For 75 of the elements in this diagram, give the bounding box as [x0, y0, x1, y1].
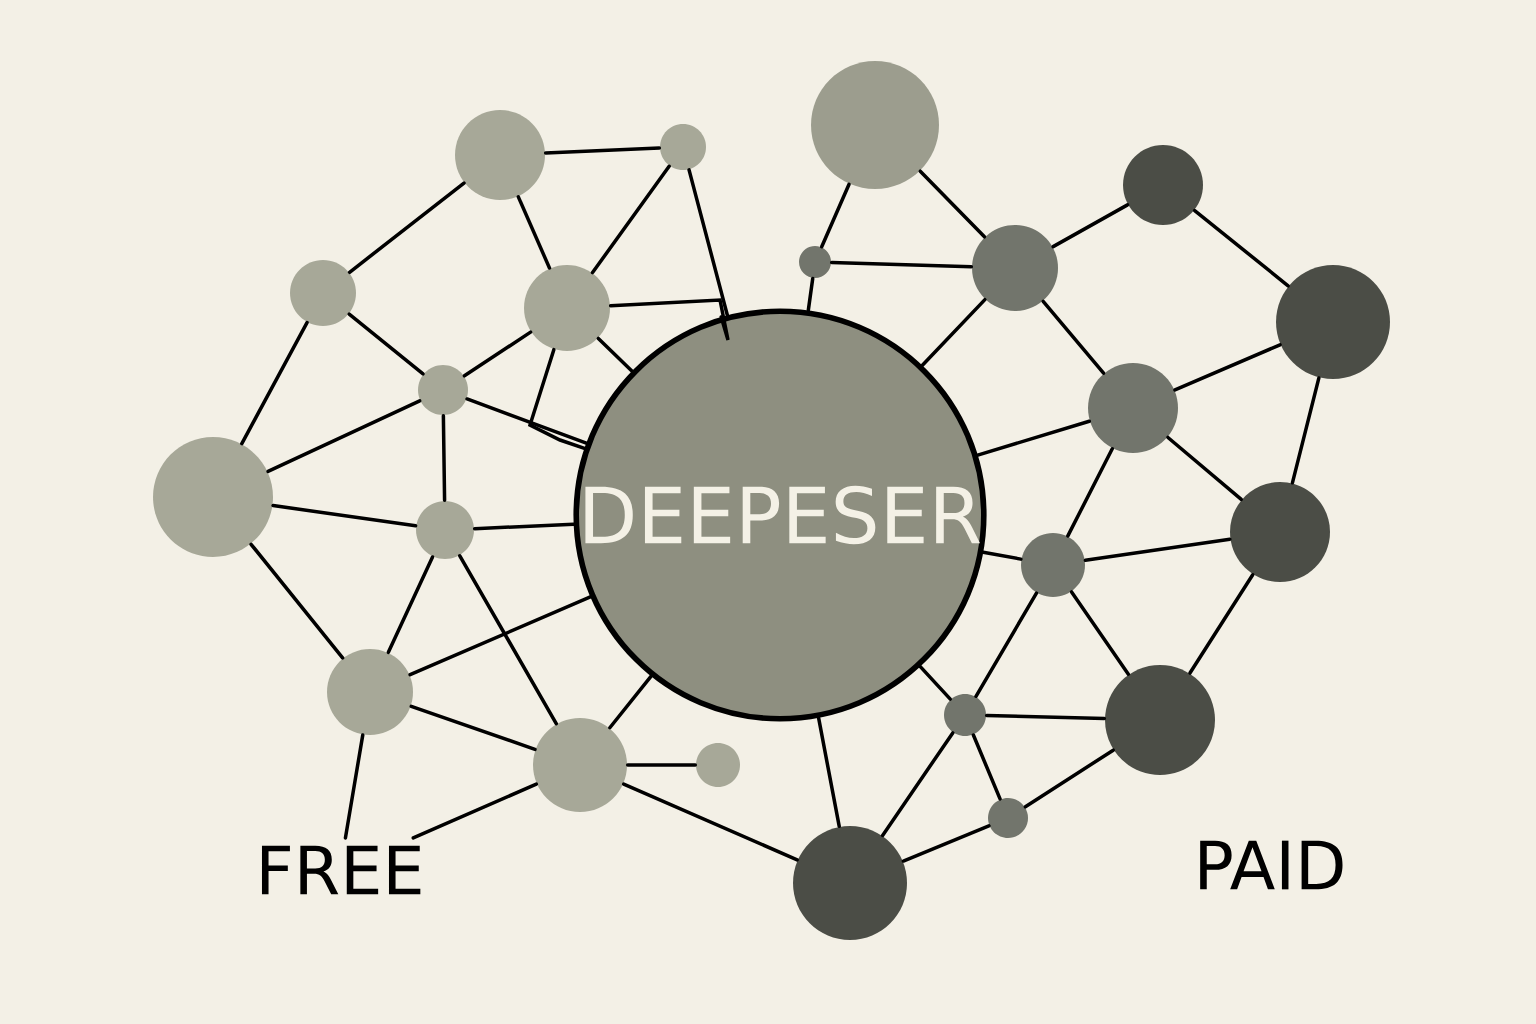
connector-line	[981, 550, 1023, 561]
connector-line	[409, 704, 537, 752]
connector-line	[347, 181, 466, 275]
network-node	[327, 649, 413, 735]
connector-line	[1173, 343, 1282, 392]
network-node	[811, 61, 939, 189]
connector-line	[266, 399, 422, 474]
connector-line	[1051, 203, 1130, 249]
network-node	[1276, 265, 1390, 379]
network-node	[1021, 533, 1085, 597]
network-node	[418, 365, 468, 415]
network-node	[455, 110, 545, 200]
connector-line	[625, 763, 698, 767]
connector-line	[974, 591, 1039, 699]
connector-line	[1083, 537, 1232, 563]
network-node	[972, 225, 1058, 311]
connector-line	[465, 397, 589, 445]
connector-line	[1041, 299, 1106, 375]
connector-line	[621, 782, 799, 862]
connector-line	[543, 146, 662, 155]
connector-line	[458, 554, 558, 726]
connector-line	[249, 542, 345, 660]
network-node	[1088, 363, 1178, 453]
connector-line	[819, 182, 851, 249]
connector-line	[608, 298, 730, 342]
network-node	[153, 437, 273, 557]
connector-line	[816, 716, 841, 829]
connector-line	[271, 503, 418, 528]
connector-line	[1023, 748, 1115, 809]
connector-line	[1066, 446, 1115, 538]
network-node	[793, 826, 907, 940]
connector-line	[975, 419, 1092, 457]
connector-line	[918, 664, 953, 701]
network-node	[1230, 482, 1330, 582]
connector-line	[516, 195, 552, 270]
connector-line	[527, 347, 587, 451]
connector-line	[918, 169, 987, 239]
connector-line	[880, 731, 955, 838]
connector-line	[1188, 572, 1255, 675]
category-label: FREE	[261, 845, 421, 895]
connector-line	[462, 330, 533, 378]
connector-line	[590, 164, 671, 275]
connector-line	[1069, 590, 1131, 676]
connector-line	[343, 733, 365, 840]
network-node	[799, 246, 831, 278]
network-node	[533, 718, 627, 812]
network-node	[1123, 145, 1203, 225]
connector-line	[608, 674, 653, 730]
category-label: PAID	[1200, 840, 1343, 890]
connector-line	[984, 713, 1107, 721]
connector-line	[240, 320, 309, 446]
network-node	[660, 124, 706, 170]
connector-line	[408, 595, 593, 677]
network-node	[696, 743, 740, 787]
connector-line	[411, 782, 539, 840]
connector-line	[829, 260, 974, 269]
connector-line	[441, 413, 447, 503]
connector-line	[347, 312, 425, 376]
connector-line	[472, 522, 576, 531]
connector-line	[687, 168, 730, 317]
network-node	[290, 260, 356, 326]
network-node	[944, 694, 986, 736]
connector-line	[1166, 435, 1244, 502]
network-node	[524, 265, 610, 351]
connector-line	[386, 555, 435, 655]
connector-line	[971, 733, 1002, 801]
network-node	[416, 501, 474, 559]
network-node	[988, 798, 1028, 838]
connector-line	[1192, 208, 1290, 288]
connector-line	[596, 336, 634, 373]
network-node	[1105, 665, 1215, 775]
connector-line	[920, 297, 987, 368]
connector-line	[1290, 376, 1321, 485]
connector-line	[806, 276, 815, 313]
connector-line	[901, 824, 991, 863]
